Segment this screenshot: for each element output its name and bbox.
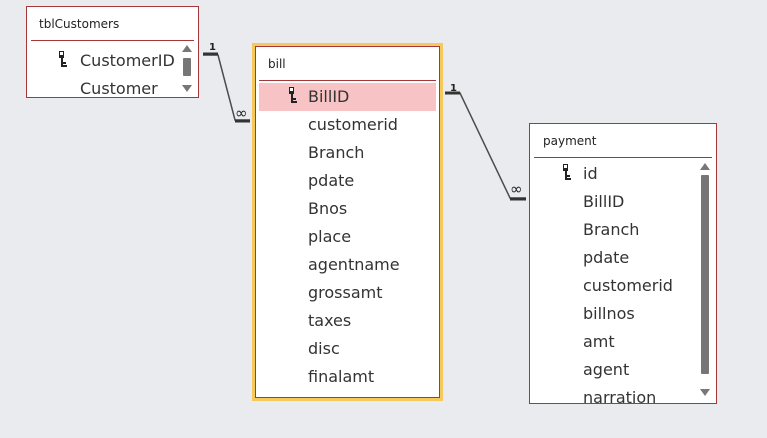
field-label-branch: Branch xyxy=(583,220,640,239)
field-label-narration: narration xyxy=(583,388,657,403)
table-title-divider xyxy=(31,40,194,41)
field-label-customerid: CustomerID xyxy=(80,51,175,70)
field-list-tblcustomers[interactable]: CustomerID Customer xyxy=(27,41,198,97)
field-id[interactable]: id xyxy=(530,160,700,188)
field-customerid[interactable]: customerid xyxy=(530,272,700,300)
field-narration[interactable]: narration xyxy=(530,384,700,403)
field-label-billid: BillID xyxy=(583,192,625,211)
tblcustomers-scrollbar[interactable] xyxy=(180,44,194,94)
field-label-finalamt: finalamt xyxy=(308,367,375,386)
key-icon xyxy=(59,51,67,67)
field-label-customerid: customerid xyxy=(583,276,673,295)
chevron-up-icon[interactable] xyxy=(182,45,192,52)
field-label-bnos: Bnos xyxy=(308,199,348,218)
customer-bill-one-label: 1 xyxy=(209,42,216,53)
table-title-divider xyxy=(534,157,712,158)
field-label-disc: disc xyxy=(308,339,340,358)
payment-scrollbar[interactable] xyxy=(698,161,712,399)
field-billid-selected[interactable]: BillID xyxy=(259,83,436,111)
chevron-up-icon[interactable] xyxy=(700,163,710,170)
field-pdate[interactable]: pdate xyxy=(530,244,700,272)
customer-bill-many-label: ∞ xyxy=(235,104,248,122)
tblcustomers-scroll-thumb[interactable] xyxy=(183,58,191,76)
field-pdate[interactable]: pdate xyxy=(255,167,440,195)
field-label-billnos: billnos xyxy=(583,304,635,323)
field-label-agent: agent xyxy=(583,360,630,379)
table-bill[interactable]: bill BillID customerid Branch pdate xyxy=(252,43,443,401)
payment-scroll-thumb[interactable] xyxy=(701,175,709,374)
bill-payment-one-label: 1 xyxy=(450,83,457,94)
field-label-taxes: taxes xyxy=(308,311,352,330)
key-icon xyxy=(563,164,571,180)
field-grossamt[interactable]: grossamt xyxy=(255,279,440,307)
field-billid[interactable]: BillID xyxy=(530,188,700,216)
field-label-billid: BillID xyxy=(308,87,350,106)
chevron-down-icon[interactable] xyxy=(182,85,192,92)
field-billnos[interactable]: billnos xyxy=(530,300,700,328)
field-label-customerid: customerid xyxy=(308,115,398,134)
field-label-place: place xyxy=(308,227,352,246)
field-bnos[interactable]: Bnos xyxy=(255,195,440,223)
table-title-divider xyxy=(259,80,436,81)
bill-payment-many-label: ∞ xyxy=(510,180,523,198)
field-label-grossamt: grossamt xyxy=(308,283,383,302)
field-list-bill[interactable]: BillID customerid Branch pdate Bnos plac… xyxy=(255,81,440,398)
field-label-branch: Branch xyxy=(308,143,365,162)
field-place[interactable]: place xyxy=(255,223,440,251)
field-customerid[interactable]: customerid xyxy=(255,111,440,139)
table-payment[interactable]: payment id BillID Branch pdate xyxy=(529,123,717,404)
field-branch[interactable]: Branch xyxy=(530,216,700,244)
key-icon xyxy=(289,87,297,103)
field-customer[interactable]: Customer xyxy=(27,75,198,97)
field-amt[interactable]: amt xyxy=(530,328,700,356)
field-label-id: id xyxy=(583,164,598,183)
table-title-payment: payment xyxy=(543,134,597,148)
table-title-bill: bill xyxy=(268,57,286,71)
field-label-customer: Customer xyxy=(80,79,158,97)
field-label-amt: amt xyxy=(583,332,615,351)
field-label-agentname: agentname xyxy=(308,255,400,274)
field-disc[interactable]: disc xyxy=(255,335,440,363)
field-agentname[interactable]: agentname xyxy=(255,251,440,279)
field-finalamt[interactable]: finalamt xyxy=(255,363,440,391)
field-label-pdate: pdate xyxy=(308,171,355,190)
field-list-payment[interactable]: id BillID Branch pdate customerid billno… xyxy=(530,158,700,403)
table-tblcustomers[interactable]: tblCustomers CustomerID Customer xyxy=(26,6,199,98)
table-title-tblcustomers: tblCustomers xyxy=(39,17,120,31)
field-branch[interactable]: Branch xyxy=(255,139,440,167)
field-taxes[interactable]: taxes xyxy=(255,307,440,335)
field-customerid[interactable]: CustomerID xyxy=(27,47,198,75)
field-label-pdate: pdate xyxy=(583,248,630,267)
field-agent[interactable]: agent xyxy=(530,356,700,384)
chevron-down-icon[interactable] xyxy=(700,389,710,396)
